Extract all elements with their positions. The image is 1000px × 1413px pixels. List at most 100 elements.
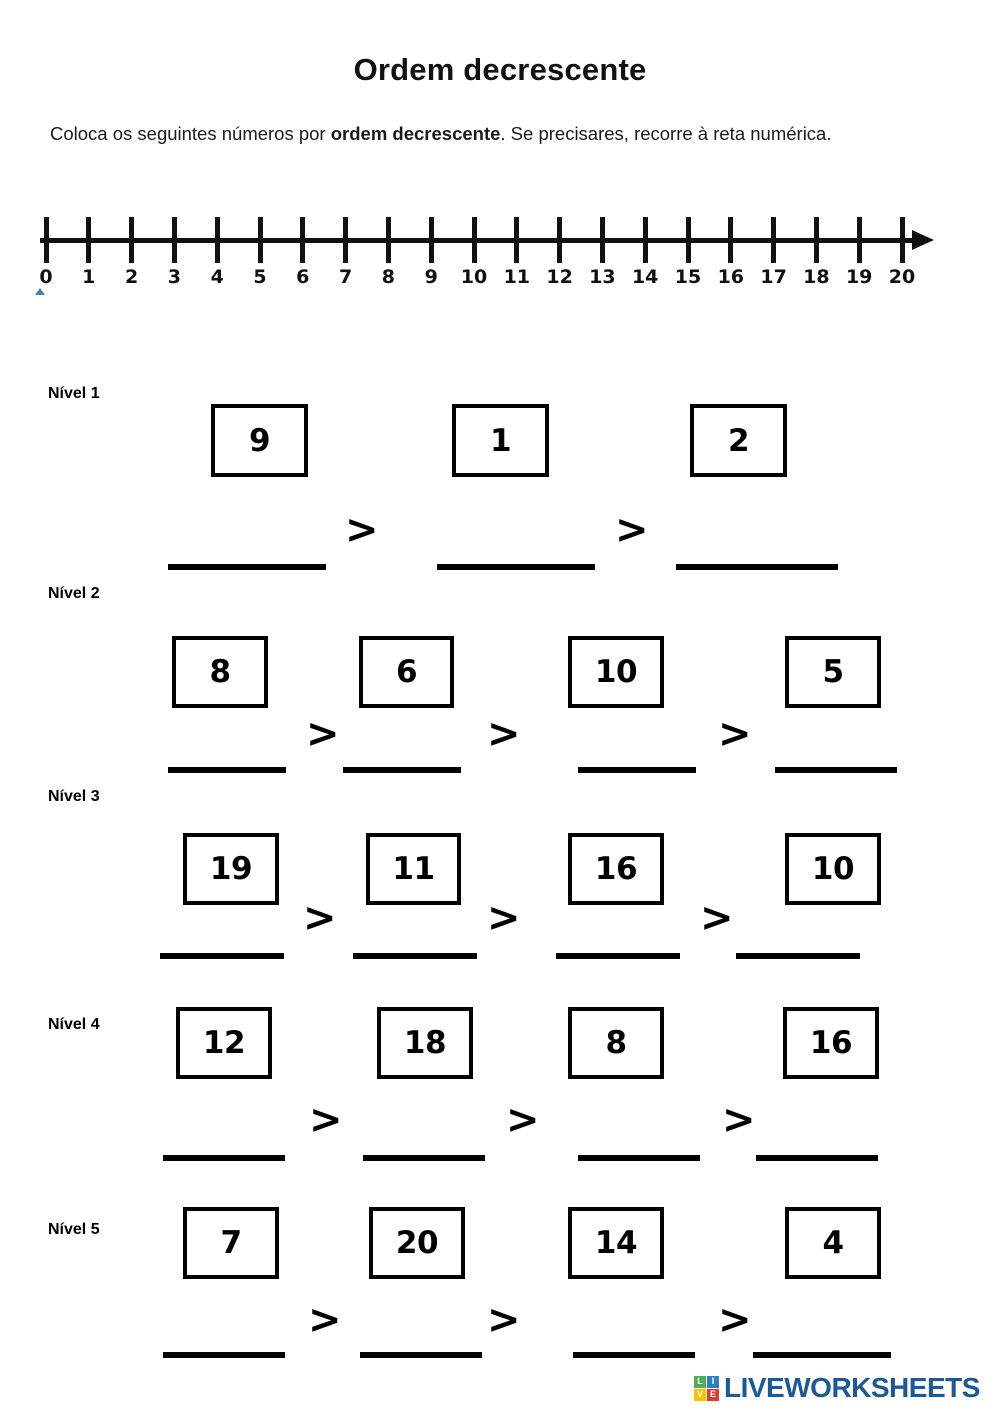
number-line-tick-label: 12 (546, 266, 573, 288)
number-line-tick-label: 10 (460, 266, 488, 288)
level-label: Nível 4 (48, 1016, 100, 1033)
greater-than-symbol: > (718, 711, 752, 757)
greater-than-symbol: > (615, 507, 649, 553)
number-card[interactable]: 12 (176, 1007, 272, 1079)
number-line-tick (685, 217, 691, 263)
instruction-text: Coloca os seguintes números por ordem de… (50, 122, 960, 146)
greater-than-symbol: > (700, 895, 734, 941)
level-label: Nível 5 (48, 1221, 100, 1238)
greater-than-symbol: > (306, 711, 340, 757)
number-card[interactable]: 7 (183, 1207, 279, 1279)
number-line-start-marker-icon (35, 288, 45, 295)
number-card[interactable]: 8 (172, 636, 268, 708)
greater-than-symbol: > (345, 507, 379, 553)
answer-blank[interactable] (736, 953, 860, 959)
logo-tile-e: E (707, 1388, 719, 1401)
number-line-tick (171, 217, 177, 263)
number-line-tick-label: 1 (82, 266, 96, 288)
level-label: Nível 1 (48, 385, 100, 402)
number-line-tick (813, 217, 819, 263)
answer-blank[interactable] (578, 767, 696, 773)
number-line-tick-label: 5 (253, 266, 267, 288)
number-line-tick-label: 6 (296, 266, 310, 288)
number-line-tick-label: 0 (39, 266, 53, 288)
number-card[interactable]: 18 (377, 1007, 473, 1079)
answer-blank[interactable] (343, 767, 461, 773)
answer-blank[interactable] (775, 767, 897, 773)
number-line-tick (557, 217, 563, 263)
answer-blank[interactable] (573, 1352, 695, 1358)
number-line-tick (214, 217, 220, 263)
logo-tile-v: V (694, 1388, 706, 1401)
number-card[interactable]: 9 (211, 404, 308, 477)
number-line-tick-label: 14 (631, 266, 659, 288)
answer-blank[interactable] (160, 953, 284, 959)
number-line-tick-label: 9 (424, 266, 438, 288)
number-card[interactable]: 5 (785, 636, 881, 708)
number-line-tick (728, 217, 734, 263)
number-line-tick-label: 19 (845, 266, 873, 288)
number-line-tick-label: 4 (210, 266, 224, 288)
answer-blank[interactable] (753, 1352, 891, 1358)
level-label: Nível 2 (48, 585, 100, 602)
answer-blank[interactable] (437, 564, 595, 570)
greater-than-symbol: > (308, 1297, 342, 1343)
number-card[interactable]: 10 (568, 636, 664, 708)
number-card[interactable]: 20 (369, 1207, 465, 1279)
number-card[interactable]: 16 (568, 833, 664, 905)
number-line-tick (771, 217, 777, 263)
instruction-bold: ordem decrescente (330, 123, 501, 144)
number-line-tick-label: 11 (503, 266, 531, 288)
answer-blank[interactable] (168, 767, 286, 773)
number-card[interactable]: 8 (568, 1007, 664, 1079)
number-line-tick (428, 217, 434, 263)
answer-blank[interactable] (360, 1352, 482, 1358)
number-card[interactable]: 6 (359, 636, 454, 708)
number-card[interactable]: 11 (366, 833, 461, 905)
greater-than-symbol: > (487, 895, 521, 941)
number-card[interactable]: 19 (183, 833, 279, 905)
greater-than-symbol: > (718, 1297, 752, 1343)
number-line-tick-label: 3 (167, 266, 182, 288)
number-card[interactable]: 4 (785, 1207, 881, 1279)
answer-blank[interactable] (556, 953, 680, 959)
instruction-suffix: . Se precisares, recorre à reta numérica… (500, 123, 832, 144)
number-line-tick-label: 16 (717, 266, 745, 288)
number-line-tick (86, 217, 92, 263)
number-line-tick (642, 217, 648, 263)
number-card[interactable]: 14 (568, 1207, 664, 1279)
logo-tile-l: L (694, 1375, 706, 1388)
number-line-tick (599, 217, 605, 263)
answer-blank[interactable] (353, 953, 477, 959)
logo-tile-i: I (707, 1375, 719, 1388)
answer-blank[interactable] (168, 564, 326, 570)
instruction-prefix: Coloca os seguintes números por (50, 123, 331, 144)
answer-blank[interactable] (676, 564, 838, 570)
number-card[interactable]: 10 (785, 833, 881, 905)
number-line-tick (471, 217, 477, 263)
number-line-tick (257, 217, 263, 263)
number-line-tick (385, 217, 391, 263)
number-line-tick-label: 7 (338, 266, 353, 288)
greater-than-symbol: > (506, 1097, 540, 1143)
answer-blank[interactable] (363, 1155, 485, 1161)
number-line-tick-label: 15 (674, 266, 702, 288)
answer-blank[interactable] (578, 1155, 700, 1161)
number-line-arrow-icon (912, 230, 934, 250)
number-line-tick-label: 8 (381, 266, 396, 288)
answer-blank[interactable] (756, 1155, 878, 1161)
number-line-tick-label: 13 (589, 266, 616, 288)
number-line-tick (343, 217, 349, 263)
number-card[interactable]: 16 (783, 1007, 879, 1079)
number-card[interactable]: 1 (452, 404, 549, 477)
number-line-tick (43, 217, 49, 263)
greater-than-symbol: > (487, 1297, 521, 1343)
answer-blank[interactable] (163, 1155, 285, 1161)
number-line-tick-label: 17 (760, 266, 787, 288)
number-card[interactable]: 2 (690, 404, 787, 477)
greater-than-symbol: > (487, 711, 521, 757)
greater-than-symbol: > (722, 1097, 756, 1143)
answer-blank[interactable] (163, 1352, 285, 1358)
